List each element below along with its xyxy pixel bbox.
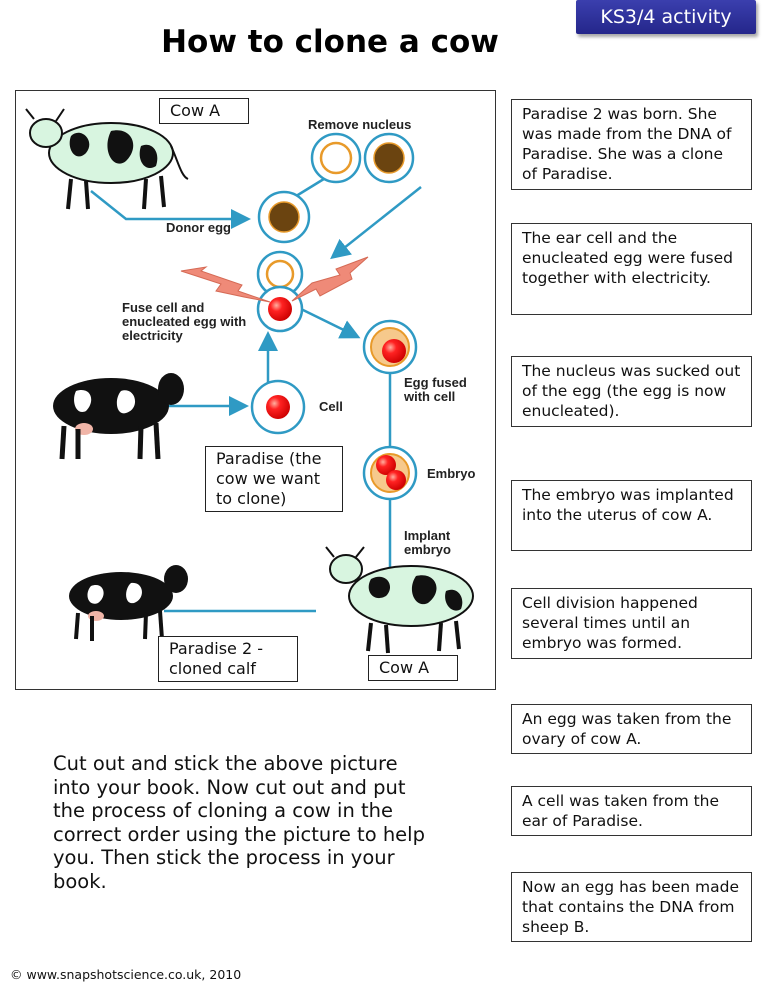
- cow-a-top-label: Cow A: [159, 98, 249, 124]
- remove-nucleus-label: Remove nucleus: [308, 117, 412, 132]
- paradise-label: Paradise (the cow we want to clone): [205, 446, 343, 512]
- paradise-cow-illustration: [53, 373, 184, 460]
- fuse-label: Fuse cell and enucleated egg with electr…: [122, 300, 247, 343]
- cow-a-top-illustration: [25, 108, 189, 210]
- paradise-2-calf-illustration: [69, 565, 188, 641]
- donor-egg-label: Donor egg: [166, 220, 231, 235]
- ks3-4-activity-badge: KS3/4 activity: [576, 0, 756, 34]
- step-card-egg-taken[interactable]: An egg was taken from the ovary of cow A…: [511, 704, 752, 754]
- copyright-footer: © www.snapshotscience.co.uk, 2010: [10, 967, 242, 982]
- step-card-nucleus-removed[interactable]: The nucleus was sucked out of the egg (t…: [511, 356, 752, 427]
- page-title: How to clone a cow: [161, 24, 499, 60]
- cow-a-bottom-illustration: [325, 546, 474, 654]
- paradise-2-label: Paradise 2 - cloned calf: [158, 636, 298, 682]
- implant-embryo-label: Implant embryo: [404, 528, 451, 557]
- step-card-ear-cell-taken[interactable]: A cell was taken from the ear of Paradis…: [511, 786, 752, 836]
- step-card-embryo-implanted[interactable]: The embryo was implanted into the uterus…: [511, 480, 752, 551]
- embryo-label: Embryo: [427, 466, 476, 481]
- step-card-egg-with-dna[interactable]: Now an egg has been made that contains t…: [511, 872, 752, 942]
- cow-a-bottom-label: Cow A: [368, 655, 458, 681]
- cloning-diagram: Remove nucleus Donor egg Fuse cell and e…: [15, 90, 496, 690]
- cell-label: Cell: [319, 399, 343, 414]
- instructions-text: Cut out and stick the above picture into…: [53, 752, 425, 893]
- step-card-fused-electricity[interactable]: The ear cell and the enucleated egg were…: [511, 223, 752, 315]
- step-card-paradise-2-born[interactable]: Paradise 2 was born. She was made from t…: [511, 99, 752, 190]
- egg-fused-label: Egg fused with cell: [404, 375, 467, 404]
- cloning-diagram-graphics: [25, 108, 474, 654]
- step-card-cell-division[interactable]: Cell division happened several times unt…: [511, 588, 752, 659]
